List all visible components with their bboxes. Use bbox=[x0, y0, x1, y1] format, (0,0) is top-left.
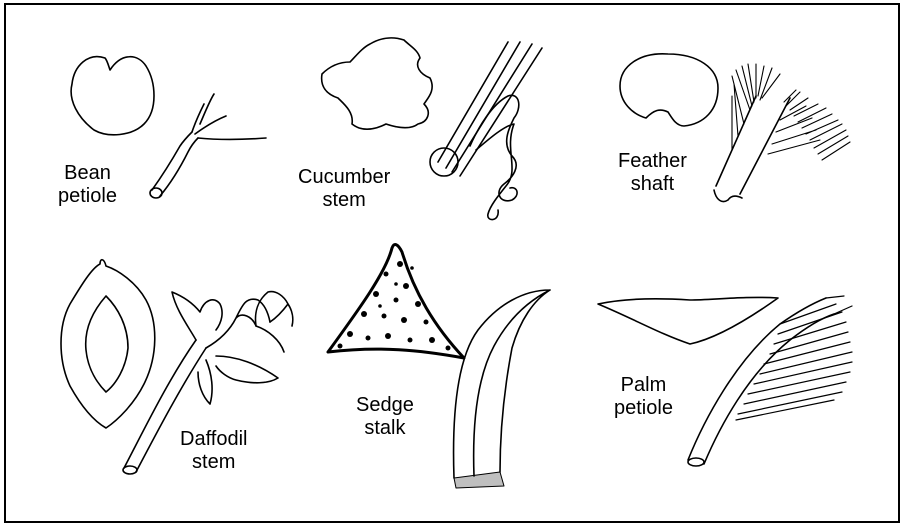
sedge-blade bbox=[454, 290, 550, 478]
label-cucumber-stem: Cucumber stem bbox=[298, 166, 390, 212]
sedge-stalk-end bbox=[454, 472, 504, 488]
label-bean-line2: petiole bbox=[58, 185, 117, 208]
illustration-canvas bbox=[0, 0, 908, 506]
label-cucumber-line1: Cucumber bbox=[298, 166, 390, 189]
label-palm-petiole: Palm petiole bbox=[614, 374, 673, 420]
daffodil-stalk-end bbox=[123, 466, 137, 474]
bean-stalk bbox=[152, 132, 198, 196]
label-sedge-line2: stalk bbox=[356, 417, 414, 440]
cucumber-stalk bbox=[438, 42, 542, 176]
label-palm-line1: Palm bbox=[614, 374, 673, 397]
label-daffodil-line1: Daffodil bbox=[180, 428, 247, 451]
daffodil-cross-section-outer bbox=[61, 260, 155, 428]
label-daffodil-stem: Daffodil stem bbox=[180, 428, 247, 474]
label-feather-line1: Feather bbox=[618, 150, 687, 173]
daffodil-flower bbox=[172, 292, 284, 404]
label-feather-shaft: Feather shaft bbox=[618, 150, 687, 196]
label-sedge-line1: Sedge bbox=[356, 394, 414, 417]
feather-quill bbox=[716, 96, 790, 194]
label-bean-petiole: Bean petiole bbox=[58, 162, 117, 208]
bean-stalk-end bbox=[150, 188, 162, 198]
feather-quill-end bbox=[714, 190, 742, 202]
label-sedge-stalk: Sedge stalk bbox=[356, 394, 414, 440]
bean-cross-section bbox=[71, 57, 154, 135]
sedge-stalk-drawing bbox=[328, 245, 550, 488]
feather-cross-section bbox=[620, 54, 718, 126]
label-cucumber-line2: stem bbox=[298, 189, 390, 212]
label-feather-line2: shaft bbox=[618, 173, 687, 196]
label-bean-line1: Bean bbox=[58, 162, 117, 185]
bean-leaflet-veins bbox=[192, 94, 266, 140]
sedge-cross-section-cells bbox=[338, 261, 451, 351]
cucumber-cross-section bbox=[322, 38, 433, 129]
palm-cross-section bbox=[598, 297, 778, 344]
label-palm-line2: petiole bbox=[614, 397, 673, 420]
palm-stalk-end bbox=[688, 458, 704, 466]
label-daffodil-line2: stem bbox=[180, 451, 247, 474]
daffodil-trumpet bbox=[256, 292, 293, 326]
daffodil-cross-section-inner bbox=[86, 296, 128, 392]
daffodil-stem-drawing bbox=[61, 260, 293, 474]
